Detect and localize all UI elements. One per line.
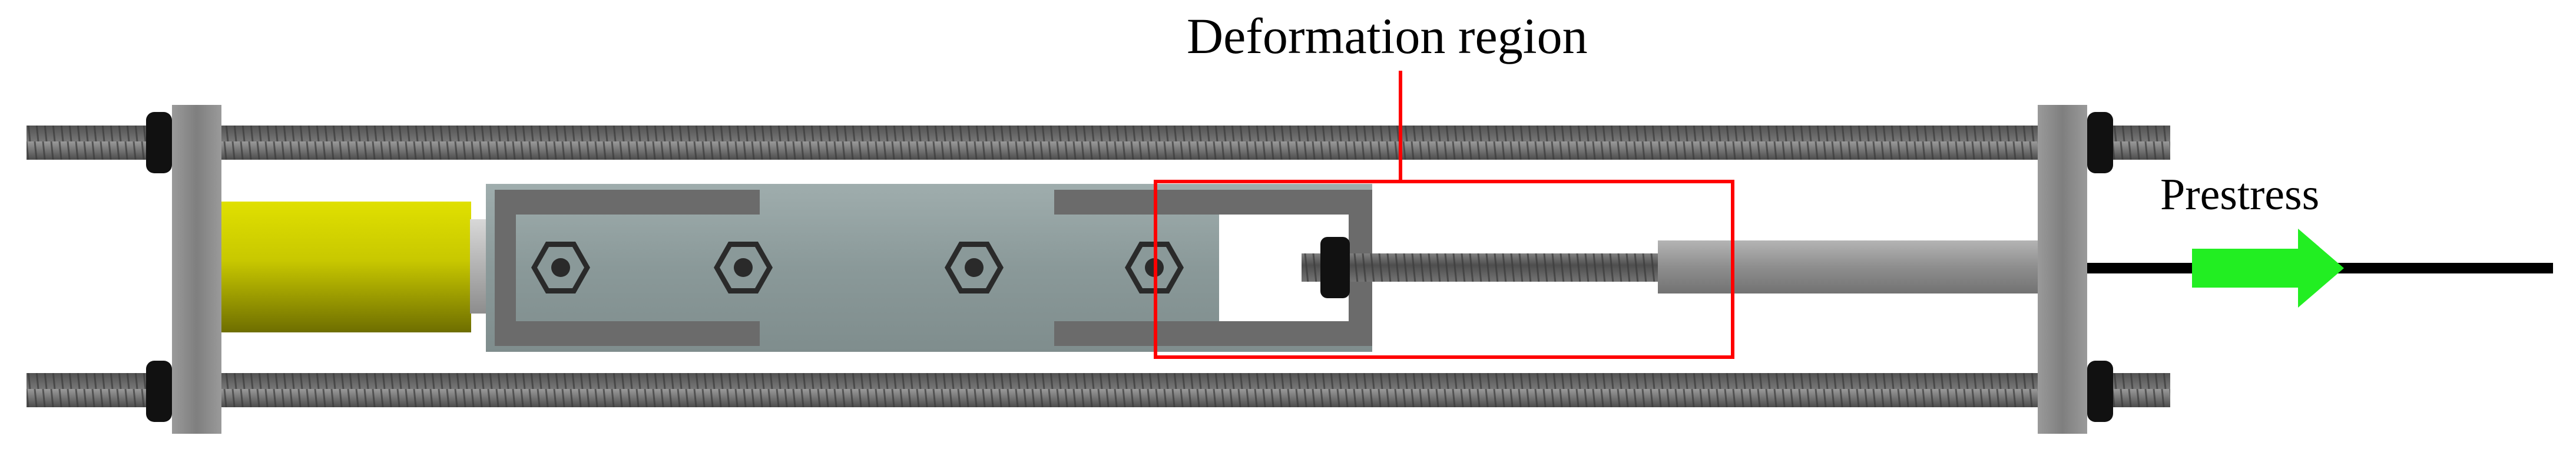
left-flange-bottom [495, 321, 760, 346]
prestress-label: Prestress [2160, 170, 2320, 219]
left-bottom-nut [146, 361, 172, 422]
right-bottom-nut [2087, 361, 2113, 422]
deformation-region-label: Deformation region [1187, 8, 1588, 64]
right-flange-bottom [1054, 321, 1372, 346]
deformation-region-box [1154, 180, 1734, 359]
right-flange-top [1054, 190, 1372, 215]
hydraulic-cylinder [219, 202, 471, 332]
left-end-plate [172, 105, 221, 434]
specimen-threaded-bar [1302, 253, 1667, 282]
bottom-threaded-rod [27, 373, 2170, 407]
left-flange-web [495, 190, 516, 346]
anchor-sleeve [1658, 240, 2038, 293]
cylinder-piston [470, 219, 488, 314]
bolt-hex-icon-1 [531, 242, 590, 293]
prestress-arrow-icon [2192, 229, 2344, 308]
bar-end-nut [1320, 237, 1350, 298]
right-end-plate [2038, 105, 2087, 434]
top-threaded-rod [27, 126, 2170, 160]
right-top-nut [2087, 112, 2113, 173]
bolt-hex-icon-2 [714, 242, 773, 293]
left-top-nut [146, 112, 172, 173]
bolt-hex-icon-3 [945, 242, 1004, 293]
left-flange-top [495, 190, 760, 215]
